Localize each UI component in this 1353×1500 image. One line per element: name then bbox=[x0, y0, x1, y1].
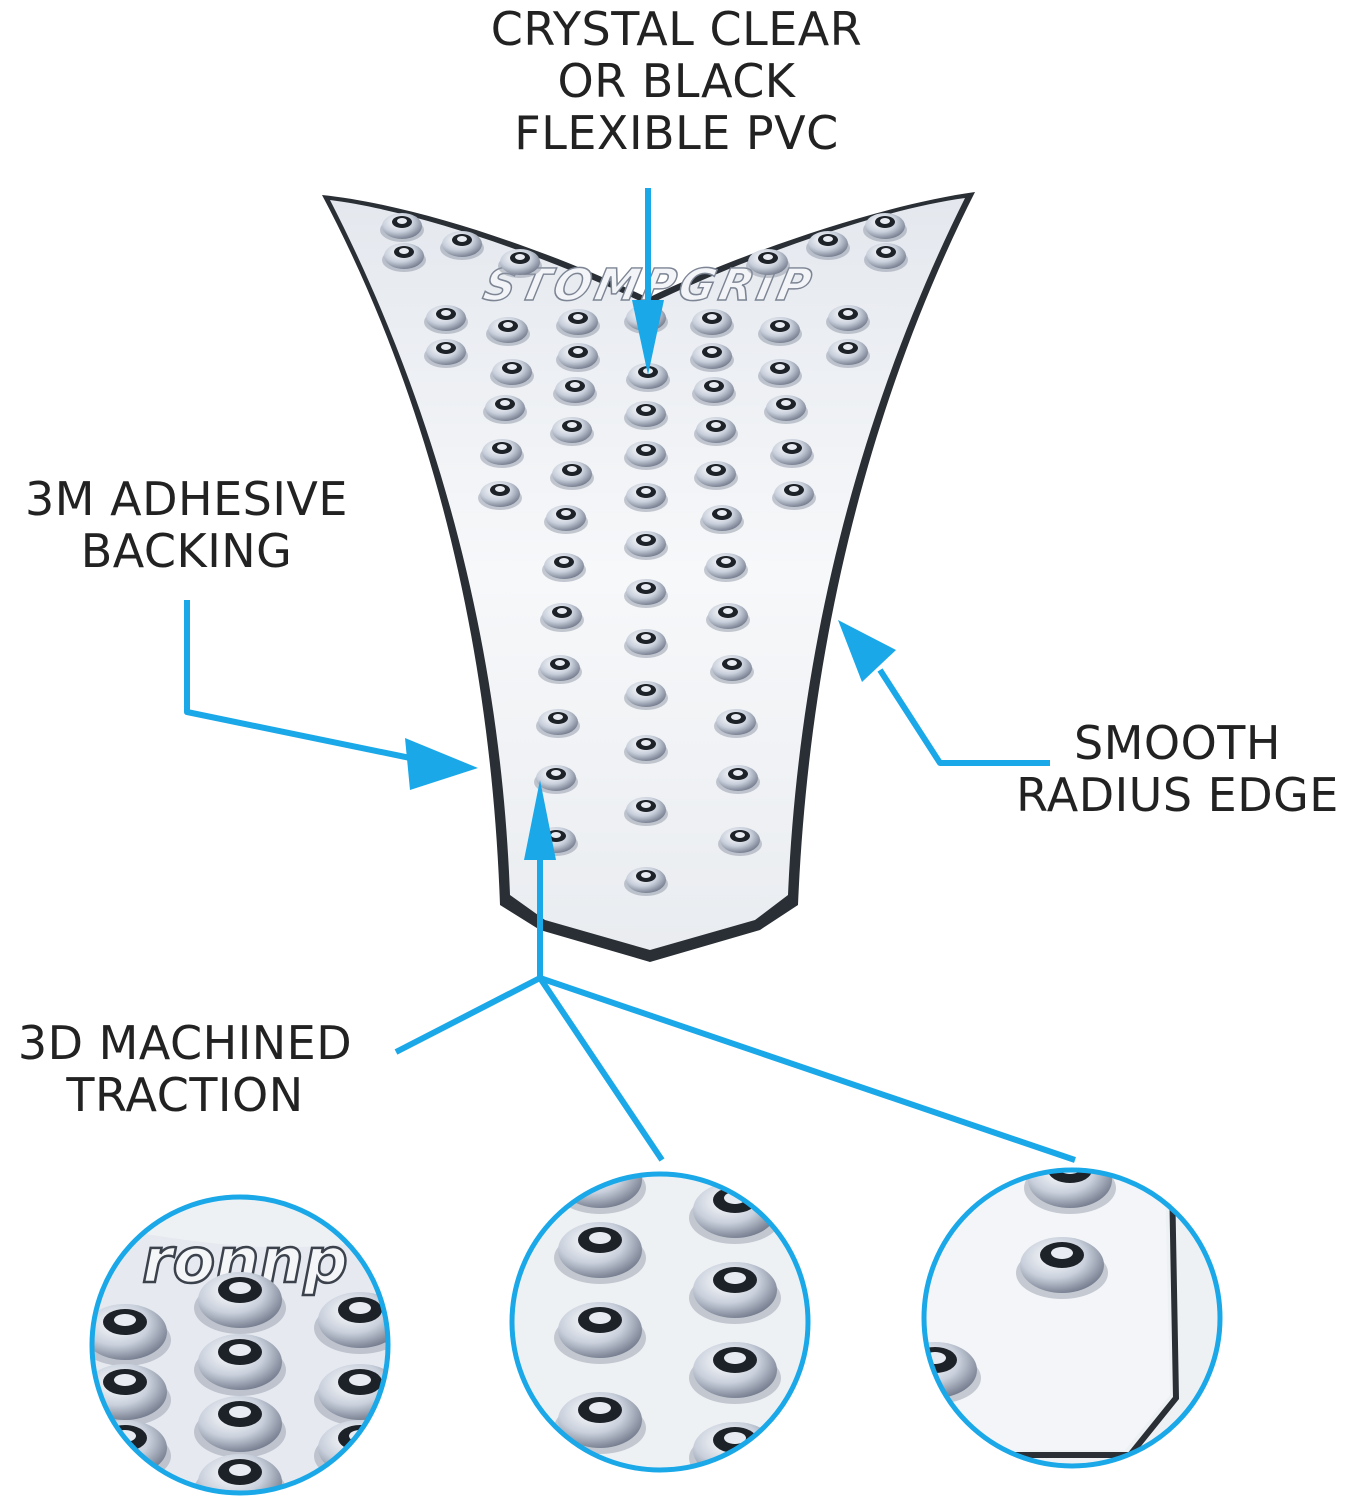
label-adhesive-line-2: BACKING bbox=[80, 523, 293, 578]
label-traction-line-2: TRACTION bbox=[66, 1067, 304, 1122]
label-material-line-1: CRYSTAL CLEAR bbox=[490, 2, 863, 56]
detail-circle-traction bbox=[509, 1171, 811, 1473]
detail-circle-edge bbox=[921, 1167, 1223, 1469]
label-material: CRYSTAL CLEAR OR BLACK FLEXIBLE PVC bbox=[0, 2, 1353, 160]
label-adhesive-line-1: 3M ADHESIVE bbox=[25, 472, 348, 526]
label-traction: 3D MACHINED TRACTION bbox=[0, 1016, 370, 1122]
label-edge-line-2: RADIUS EDGE bbox=[1016, 767, 1339, 822]
label-edge: SMOOTH RADIUS EDGE bbox=[1005, 716, 1350, 822]
label-edge-line-1: SMOOTH bbox=[1074, 716, 1281, 770]
label-adhesive: 3M ADHESIVE BACKING bbox=[14, 472, 359, 578]
tank-pad bbox=[322, 192, 975, 962]
label-traction-line-1: 3D MACHINED bbox=[17, 1016, 353, 1070]
detail-circle-logo: ronnp bbox=[89, 1194, 391, 1496]
label-material-line-3: FLEXIBLE PVC bbox=[514, 105, 839, 160]
callout-arrows bbox=[184, 188, 1076, 1163]
label-material-line-2: OR BLACK bbox=[557, 53, 796, 108]
